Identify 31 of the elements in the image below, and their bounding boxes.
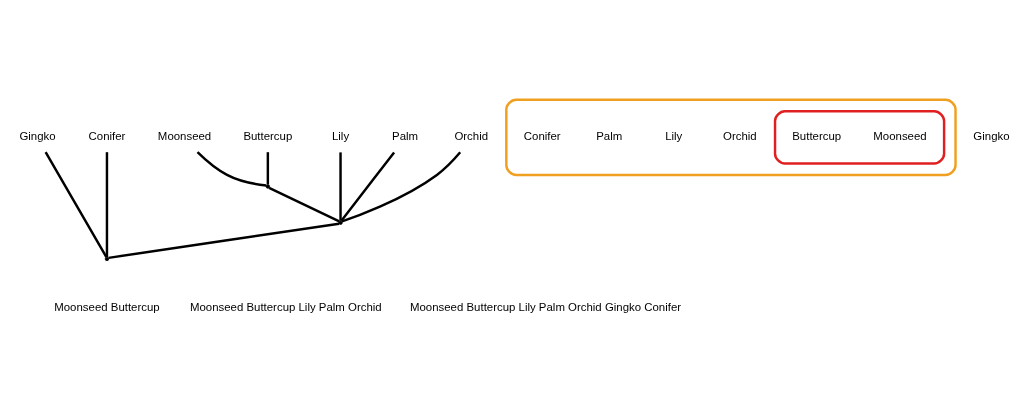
node-text: Orchid bbox=[454, 130, 489, 143]
node-text: Lily bbox=[665, 130, 683, 143]
connector bbox=[341, 151, 462, 223]
cluster bbox=[773, 110, 946, 165]
node-text: Palm bbox=[596, 130, 623, 143]
connector bbox=[339, 152, 342, 221]
node-text: Buttercup bbox=[792, 130, 842, 143]
connector bbox=[340, 151, 396, 222]
node-point bbox=[338, 220, 343, 225]
node-text: Moonseed bbox=[873, 130, 927, 143]
node-text: Conifer bbox=[523, 130, 561, 143]
connector bbox=[266, 152, 270, 185]
node-text: Gingko bbox=[973, 130, 1010, 143]
label: Moonseed Buttercup bbox=[54, 301, 160, 314]
node-point bbox=[265, 184, 271, 189]
label: Moonseed Buttercup Lily Palm Orchid Gingko Conifer bbox=[409, 301, 682, 314]
connector bbox=[196, 151, 267, 187]
node-text: Lily bbox=[331, 130, 350, 143]
node-text: Moonseed bbox=[157, 130, 212, 143]
node-text: Conifer bbox=[88, 130, 126, 143]
connector bbox=[268, 186, 340, 223]
node-text: Gingko bbox=[19, 130, 56, 143]
connector bbox=[44, 151, 108, 258]
label: Moonseed Buttercup Lily Palm Orchid bbox=[189, 301, 382, 314]
node-point bbox=[104, 256, 110, 262]
node-text: Orchid bbox=[723, 130, 757, 143]
node-text: Buttercup bbox=[243, 130, 293, 143]
connector bbox=[105, 152, 109, 257]
connector bbox=[108, 222, 340, 260]
cluster bbox=[505, 98, 957, 177]
node-text: Palm bbox=[392, 130, 419, 143]
